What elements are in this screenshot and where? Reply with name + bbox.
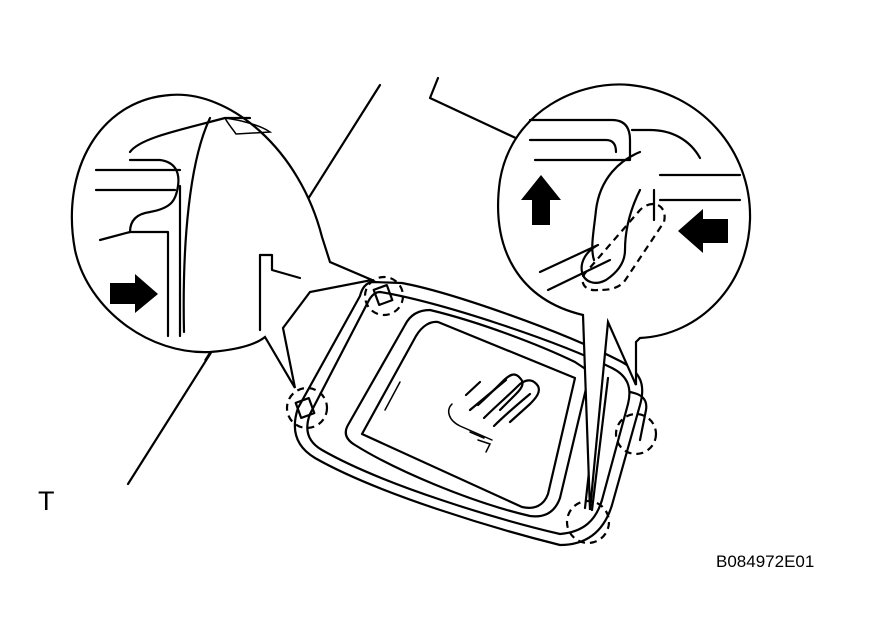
right-detail-callout <box>497 83 752 511</box>
left-detail-callout <box>70 93 376 389</box>
trim-edge-line-top <box>428 76 522 142</box>
switch-bezel <box>293 280 648 547</box>
push-arrow-icon <box>678 209 728 253</box>
clip-marker-bottom-right <box>565 499 611 545</box>
push-arrow-icon <box>110 274 158 313</box>
figure-code: B084972E01 <box>716 552 815 571</box>
clip-marker-left <box>285 386 329 430</box>
clip-marker-right <box>614 412 658 456</box>
up-arrow-icon <box>521 175 561 225</box>
seat-heater-icon <box>447 373 540 453</box>
clip-marker-top-left <box>363 275 405 317</box>
view-label: T <box>38 486 55 516</box>
